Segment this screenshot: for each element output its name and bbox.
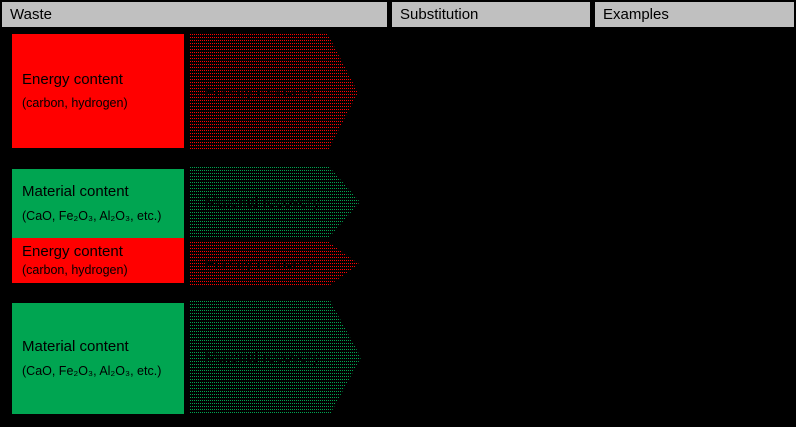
header-label-waste: Waste	[10, 6, 52, 23]
box-title: Material content	[22, 183, 129, 201]
header-label-examples: Examples	[603, 6, 669, 23]
arrow-label: Material recovery	[205, 193, 321, 211]
header-cell-examples: Examples	[593, 0, 796, 29]
box-title: Energy content	[22, 70, 123, 88]
arrow-material-recovery-3: Material recovery	[190, 301, 361, 414]
waste-box-material-content-2: Material content (CaO, Fe₂O₃, Al₂O₃, etc…	[12, 169, 184, 238]
arrow-energy-recovery-2: Energy recovery	[190, 242, 359, 286]
arrow-energy-recovery-1: Energy recovery	[190, 34, 358, 151]
arrow-material-recovery-2: Material recovery	[190, 167, 360, 237]
box-subtitle: (CaO, Fe₂O₃, Al₂O₃, etc.)	[22, 363, 162, 378]
box-subtitle: (carbon, hydrogen)	[22, 96, 128, 111]
box-subtitle: (CaO, Fe₂O₃, Al₂O₃, etc.)	[22, 208, 162, 223]
arrow-label: Energy recovery	[205, 255, 315, 273]
waste-box-energy-content-1: Energy content (carbon, hydrogen)	[12, 34, 184, 148]
arrow-label: Energy recovery	[205, 84, 315, 101]
box-title: Material content	[22, 338, 129, 356]
header-label-substitution: Substitution	[400, 6, 479, 23]
box-title: Energy content	[22, 242, 123, 260]
header-cell-waste: Waste	[0, 0, 389, 29]
arrow-label: Material recovery	[205, 349, 321, 366]
header-cell-substitution: Substitution	[390, 0, 592, 29]
waste-box-energy-content-2: Energy content (carbon, hydrogen)	[12, 238, 184, 283]
box-subtitle: (carbon, hydrogen)	[22, 263, 128, 278]
waste-box-material-content-3: Material content (CaO, Fe₂O₃, Al₂O₃, etc…	[12, 303, 184, 414]
